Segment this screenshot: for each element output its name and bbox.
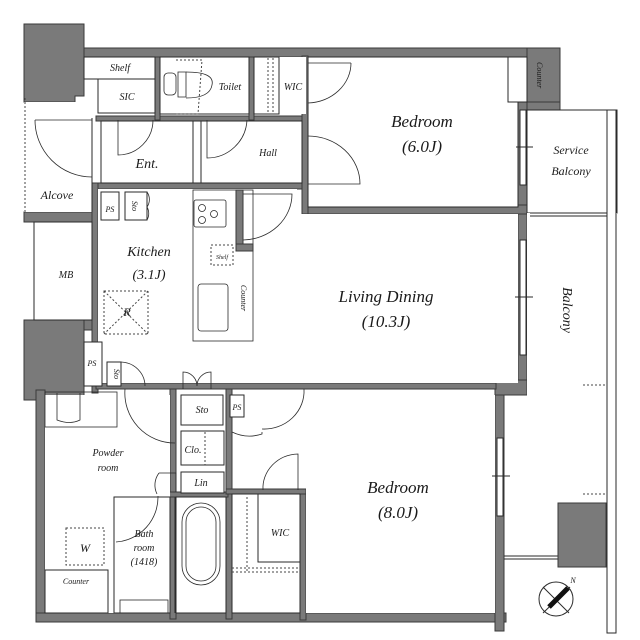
- entrance-label: Ent.: [135, 157, 159, 172]
- toilet-label: Toilet: [219, 82, 242, 93]
- service-balcony-label-2: Balcony: [551, 164, 591, 178]
- bedroom-2-label: Bedroom: [367, 478, 429, 497]
- labels: Shelf SIC Toilet WIC Bedroom (6.0J) Coun…: [40, 62, 592, 586]
- counter-top-right-label: Counter: [535, 62, 544, 89]
- closet-label: Clo.: [185, 445, 202, 456]
- kitchen-size: (3.1J): [132, 268, 165, 283]
- bedroom-1-label: Bedroom: [391, 112, 453, 131]
- sto-1-label: Sto: [130, 201, 139, 211]
- linen-label: Lin: [193, 478, 207, 489]
- bathroom-size: (1418): [131, 557, 158, 568]
- compass: N: [538, 576, 576, 617]
- living-dining-label: Living Dining: [338, 287, 434, 306]
- wic-bottom-label: WIC: [271, 528, 290, 539]
- powder-room-label-1: Powder: [91, 448, 123, 459]
- alcove-label: Alcove: [40, 188, 74, 202]
- kitchen-counter-label: Counter: [239, 285, 248, 312]
- sto-2-label: Sto: [112, 369, 121, 379]
- mb-label: MB: [58, 270, 73, 281]
- bathroom-label-2: room: [134, 543, 155, 554]
- bedroom-1-size: (6.0J): [402, 137, 442, 156]
- kitchen-label: Kitchen: [126, 245, 171, 260]
- powder-counter-label: Counter: [63, 577, 90, 586]
- bathroom-label-1: Bath: [135, 529, 154, 540]
- hall-label: Hall: [258, 148, 277, 159]
- wic-top-label: WIC: [284, 82, 303, 93]
- shelf-label: Shelf: [110, 63, 131, 74]
- ps-1-label: PS: [105, 205, 115, 214]
- room-fills: [24, 56, 618, 614]
- balcony-label: Balcony: [559, 287, 574, 334]
- ps-3-label: PS: [232, 403, 242, 412]
- powder-room-label-2: room: [98, 463, 119, 474]
- washer-label: W: [80, 541, 91, 555]
- sic-label: SIC: [120, 92, 135, 103]
- kitchen-shelf-label: Shelf: [216, 254, 229, 261]
- sto-3-label: Sto: [196, 405, 209, 416]
- bedroom-2-size: (8.0J): [378, 503, 418, 522]
- ps-2-label: PS: [87, 359, 97, 368]
- fixtures: [24, 57, 617, 634]
- living-dining-size: (10.3J): [362, 312, 411, 331]
- service-balcony-label-1: Service: [553, 143, 589, 157]
- refrigerator-label: R: [122, 305, 131, 319]
- compass-north-label: N: [569, 576, 576, 585]
